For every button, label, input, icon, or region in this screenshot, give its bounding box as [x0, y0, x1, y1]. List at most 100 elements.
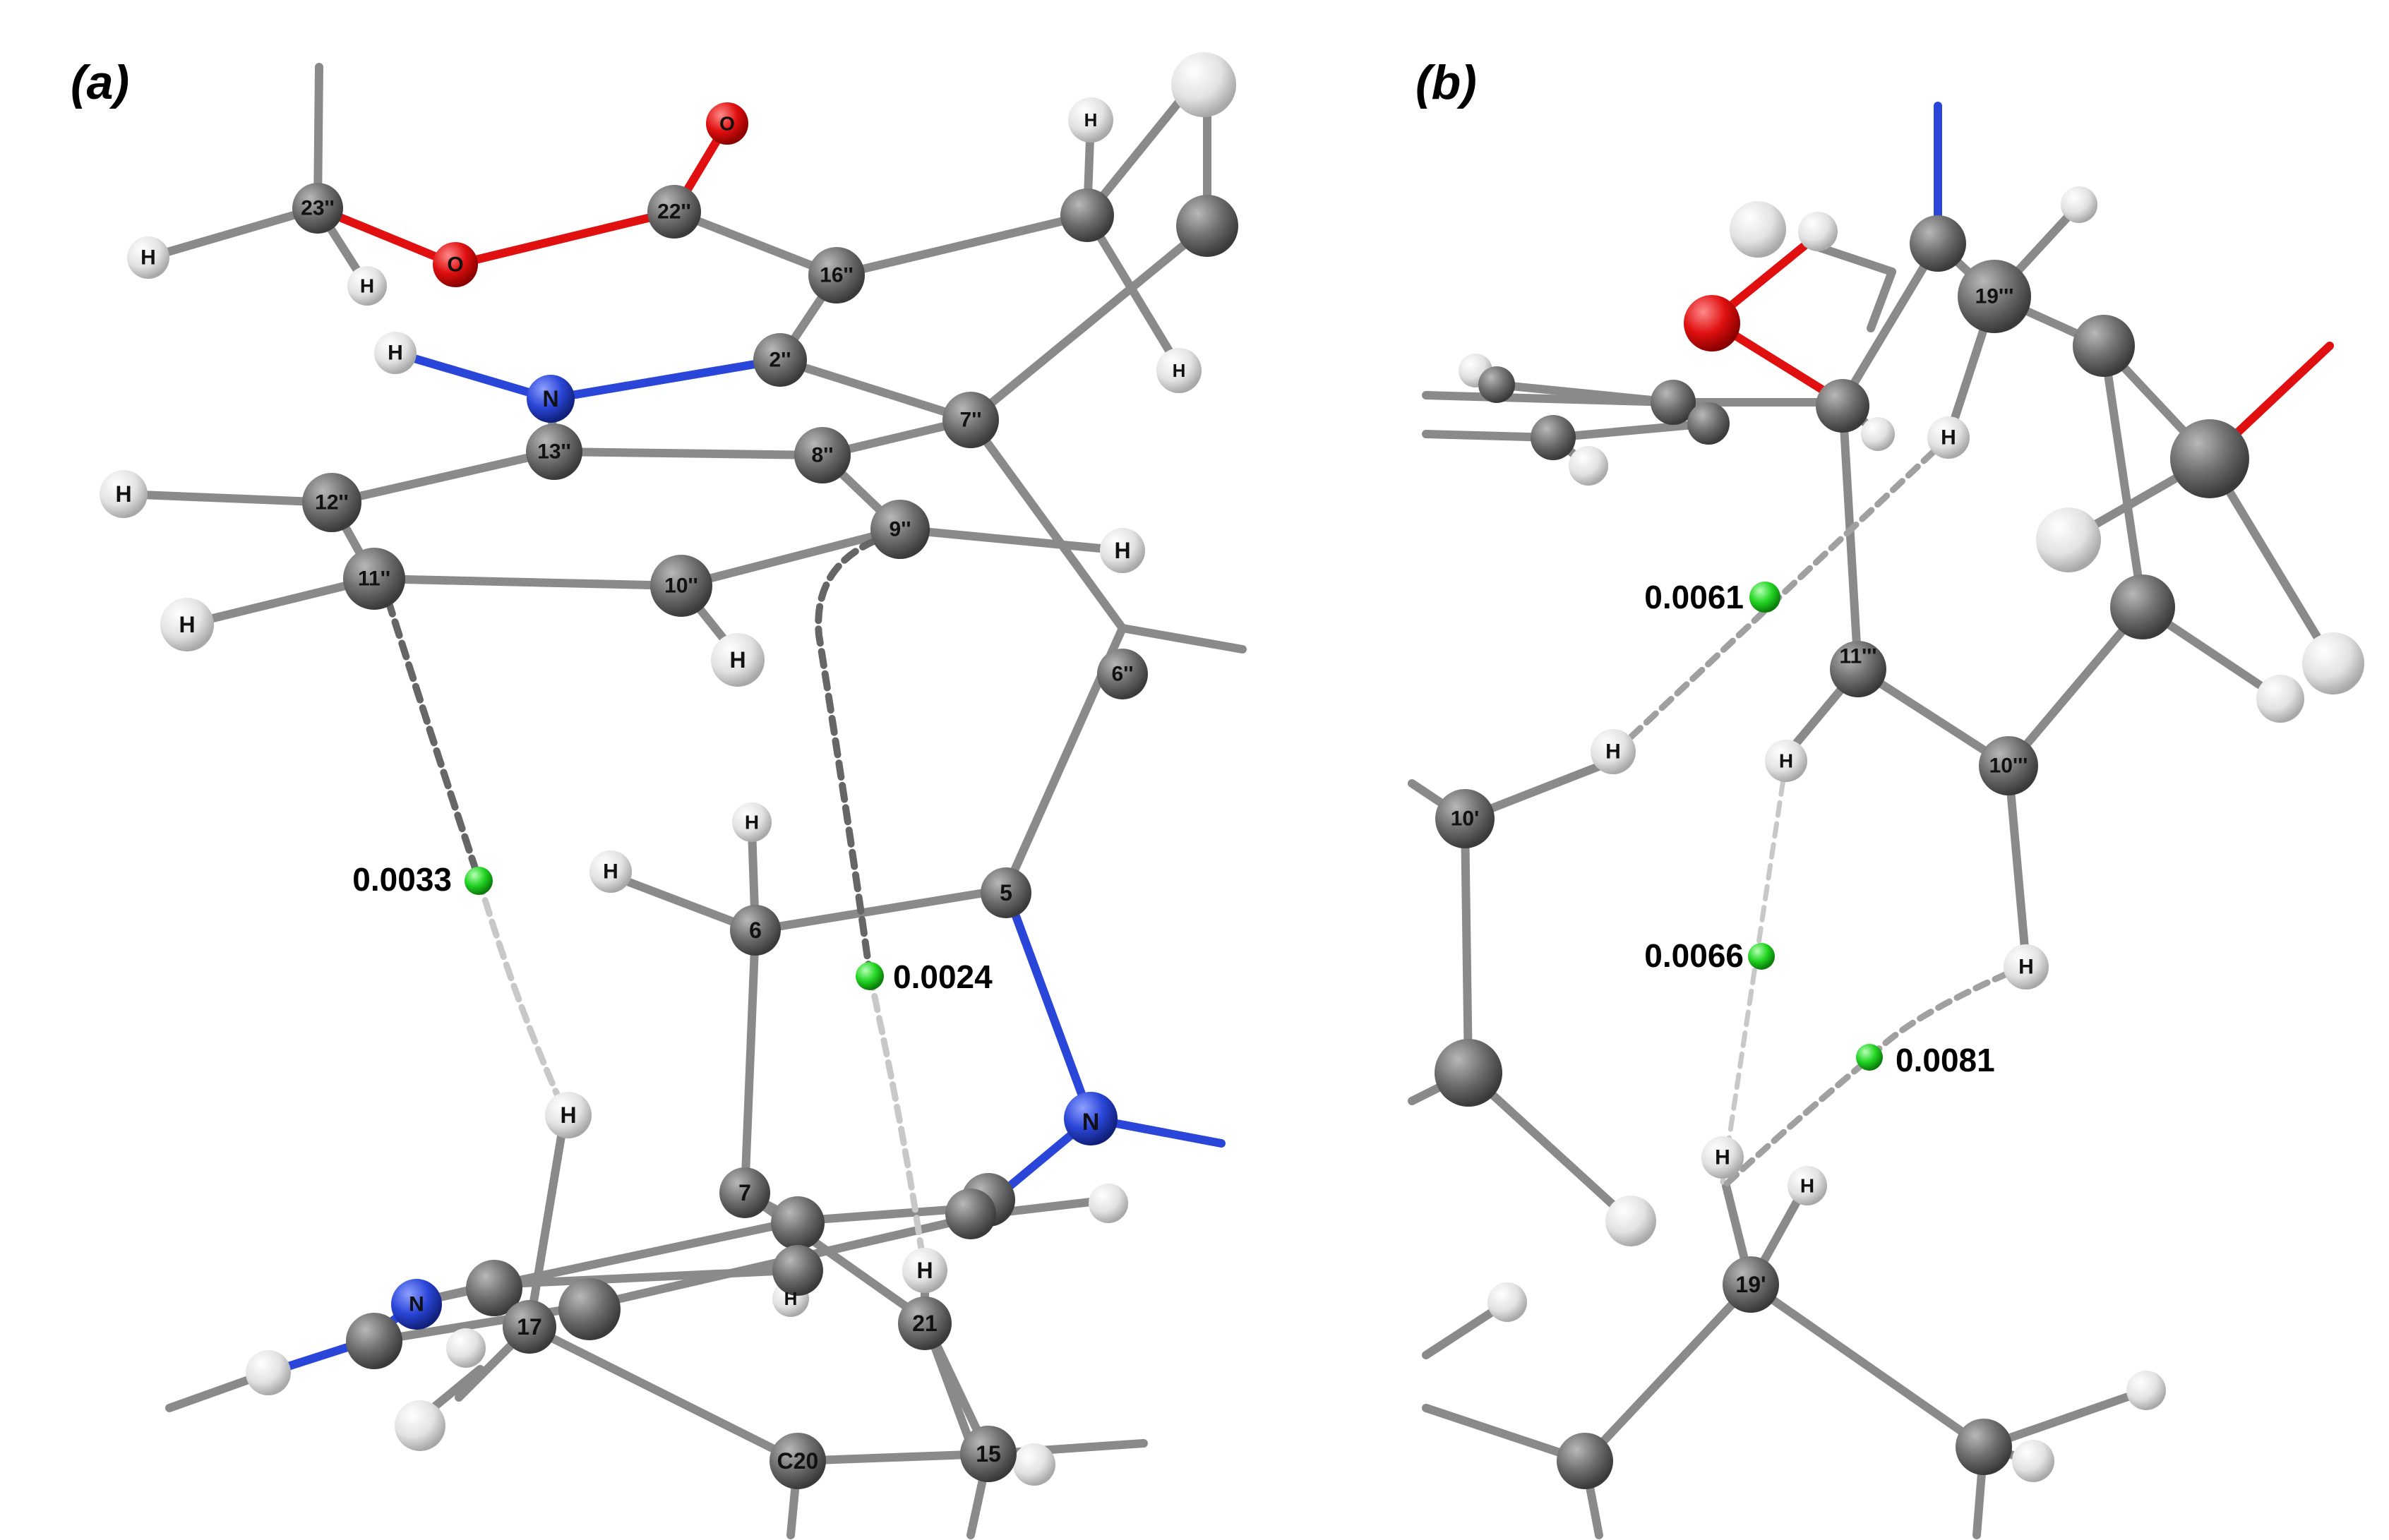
panel-b-critical-points	[1748, 582, 1883, 1071]
atom-label: H	[2018, 956, 2034, 979]
bond-critical-point	[465, 867, 493, 895]
hydrogen-atom	[1701, 1136, 1744, 1179]
atom-label: 10'''	[1989, 754, 2028, 778]
carbon-atom	[1910, 215, 1966, 272]
atom-label: 7	[738, 1180, 751, 1205]
hydrogen-atom	[1156, 348, 1202, 393]
hydrogen-atom	[374, 332, 417, 374]
hydrogen-atom	[347, 266, 387, 306]
panel-a-bonds	[119, 63, 1247, 1539]
atom-label: H	[1800, 1175, 1814, 1197]
atom-label: 21	[912, 1311, 938, 1336]
critical-point-value: 0.0081	[1896, 1042, 1995, 1078]
atom-label: 5	[1000, 880, 1012, 906]
atom-label: 10''	[664, 575, 698, 598]
atom-label: 6	[749, 918, 762, 943]
hydrogen-atom	[1798, 212, 1838, 251]
atom-label: 10'	[1451, 807, 1480, 831]
bond-critical-point	[1856, 1044, 1883, 1071]
carbon-atom	[1435, 789, 1495, 848]
hydrogen-atom	[1487, 1282, 1527, 1322]
carbon-atom	[1435, 1039, 1502, 1107]
atom-label: 7''	[960, 409, 982, 432]
atom-label: 19'	[1735, 1272, 1766, 1297]
atom-label: H	[784, 1288, 798, 1309]
oxygen-atom	[1684, 295, 1740, 351]
atom-label: H	[179, 612, 195, 637]
bond-critical-point	[1749, 582, 1780, 613]
hydrogen-atom	[1569, 446, 1608, 486]
atom-label: O	[719, 113, 735, 135]
hydrogen-atom	[160, 598, 214, 651]
carbon-atom	[753, 333, 807, 387]
hydrogen-atom	[1089, 1184, 1128, 1223]
atom-label: H	[729, 647, 746, 673]
atom-label: 9''	[890, 518, 911, 541]
atom-label: H	[1114, 538, 1130, 563]
atom-label: 22''	[657, 200, 691, 224]
panel-b-bonds	[1408, 102, 2337, 1539]
hydrogen-atom	[1068, 97, 1113, 143]
carbon-atom	[292, 183, 343, 234]
carbon-atom	[2110, 575, 2175, 639]
carbon-atom	[771, 1196, 825, 1250]
carbon-atom	[1958, 260, 2031, 333]
atom-label: H	[360, 275, 374, 297]
hydrogen-atom	[1927, 416, 1970, 459]
critical-point-value: 0.0024	[893, 958, 993, 995]
carbon-atom	[870, 500, 930, 559]
nitrogen-atom	[1064, 1092, 1118, 1145]
panel-a-label: (a)	[71, 56, 129, 109]
panel-b-hydrogens	[1459, 186, 2364, 1482]
hydrogen-atom	[2256, 675, 2304, 723]
carbon-atom	[466, 1260, 522, 1316]
bond-path-9-upper	[815, 529, 900, 977]
carbon-atom	[772, 1245, 823, 1296]
carbon-atom	[1830, 641, 1886, 697]
carbon-atom	[1557, 1433, 1613, 1489]
carbon-atom	[647, 185, 701, 239]
bond-path	[1720, 758, 1789, 1185]
carbon-atom	[1060, 188, 1114, 242]
atom-label: H	[916, 1258, 933, 1283]
critical-point-value: 0.0061	[1644, 579, 1744, 615]
atom-label: 16''	[820, 264, 854, 287]
carbon-atom	[1723, 1256, 1779, 1313]
hydrogen-atom	[1605, 1196, 1656, 1246]
hydrogen-atom	[127, 236, 169, 279]
hydrogen-atom	[732, 802, 772, 842]
panel-b-heavy-atoms	[1435, 215, 2249, 1489]
atom-label: H	[1715, 1146, 1730, 1169]
panel-a: (a)	[71, 52, 1247, 1539]
atom-label: 11''	[358, 567, 390, 591]
hydrogen-atom	[2004, 944, 2049, 989]
carbon-atom	[1687, 402, 1730, 445]
nitrogen-atom	[391, 1279, 442, 1330]
hydrogen-atom	[545, 1092, 592, 1138]
carbon-atom	[503, 1300, 556, 1354]
atom-label: H	[603, 860, 618, 884]
atom-label: N	[1082, 1109, 1100, 1136]
hydrogen-atom	[100, 470, 148, 518]
hydrogen-atom	[246, 1350, 291, 1395]
atom-label: 23''	[301, 197, 335, 220]
atom-label: H	[388, 342, 403, 365]
carbon-atom	[1816, 379, 1869, 433]
bond-path	[1610, 434, 1952, 757]
atom-label: H	[1084, 109, 1098, 131]
panel-a-critical-points	[465, 867, 884, 990]
hydrogen-atom	[2061, 186, 2097, 223]
atom-label: C20	[777, 1448, 819, 1474]
oxygen-atom	[433, 242, 478, 287]
atom-label: 12''	[315, 491, 349, 515]
atom-label: H	[115, 481, 131, 507]
carbon-atom	[2170, 419, 2249, 498]
nitrogen-atom	[527, 375, 575, 423]
carbon-atom	[981, 867, 1031, 918]
carbon-atom	[1651, 380, 1696, 425]
critical-point-value: 0.0066	[1644, 937, 1744, 974]
carbon-atom	[1979, 736, 2038, 795]
atom-label: 11'''	[1839, 645, 1876, 668]
atom-label: H	[1173, 360, 1186, 381]
